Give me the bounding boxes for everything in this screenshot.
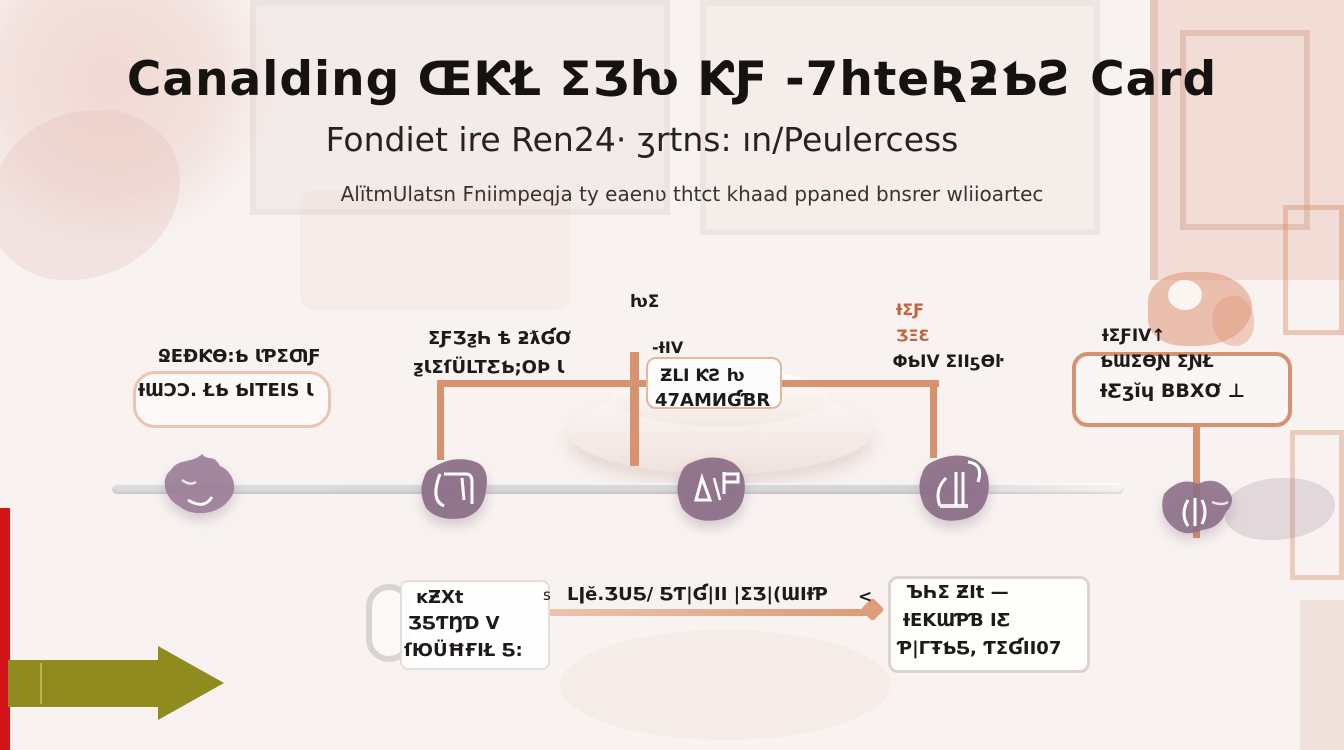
faded-frame-decor (1290, 430, 1344, 580)
stage1-label: ՋEƉƘƟ:Ƅ ƖƤƩƢƑ (158, 346, 321, 367)
faded-frame-decor (1283, 205, 1344, 335)
faded-swirl-decor (560, 630, 890, 740)
bottom-mid-arrow-glyph: < (858, 587, 873, 607)
connector-drop-stage4 (930, 380, 937, 458)
faded-frame-decor (1300, 600, 1344, 750)
stage2-label: ƩƑƷƺҺ ѣ ƻƛƓƠ (428, 328, 571, 349)
faded-collage-block (300, 190, 570, 310)
bottom-connector-line (545, 609, 871, 616)
bottom-left-note-line: ƷƼƬŊƊ V (408, 613, 500, 634)
salmon-figure-decor (1212, 296, 1254, 346)
red-edge-strip (0, 508, 10, 750)
stage3-label-box (646, 357, 782, 409)
olive-arrow-head (158, 646, 224, 720)
stage5-label: ƄƜƩƟƝ ƩƝŁ (1100, 352, 1214, 372)
leaf-icon (1162, 480, 1232, 534)
stage3-label: ƵLI ƘƧ ƕ (660, 366, 745, 386)
page-tagline: AlïtmUlatsn Fniimpeqja ty eaenʋ thtct kh… (340, 182, 1044, 206)
stage1-label: ƗƜƆƆ. ŁƄ ƄITEIS Ɩ (138, 380, 314, 401)
easel-icon (677, 457, 745, 521)
stage3-number: -ƗIV (652, 338, 684, 357)
stage5-label: ƗƩƑIV↑ (1102, 326, 1166, 346)
stage1-outline-box (133, 371, 331, 428)
salmon-figure-decor (1148, 272, 1252, 346)
faded-collage-block (250, 0, 670, 215)
stage3-label: 47AMИƓƁR (655, 390, 771, 411)
bottom-right-note-line: ƗΕΚƜƤƁ IƸ (903, 610, 1011, 631)
connector-drop-stage2 (437, 380, 444, 460)
connector-drop-stage5 (1193, 424, 1200, 538)
bottom-right-note-box (888, 576, 1090, 673)
stage4-accent-label: ƗƩƑ (896, 300, 925, 319)
salmon-figure-face (1168, 280, 1202, 310)
timeline-bar (112, 483, 1124, 494)
stage5-outline-box (1072, 352, 1292, 427)
stage5-label: ƗƸʒĭɥ ΒΒXƠ ⊥ (1100, 380, 1246, 402)
bottom-right-note-line: Ƥ|ΓŦƄƼ, ƬƩƓII07 (898, 638, 1062, 659)
loom-icon (919, 455, 989, 521)
faded-architecture-frame (1180, 30, 1310, 230)
faded-architecture-decor (1150, 0, 1344, 280)
olive-arrow-notch (40, 663, 42, 704)
bottom-left-note-box (400, 580, 550, 670)
olive-arrow-shaft (8, 660, 160, 707)
satchel-icon (421, 459, 487, 519)
faded-collage-block (700, 0, 1100, 235)
bottom-left-note-line: ſЮÜĦҒIŁ Ƽ: (404, 640, 523, 661)
page-title: Canalding ŒƘŁ ƩƷƕ ƘƑ -7hteƦƻƄƧ Card (126, 52, 1218, 107)
bottom-right-note-line: ЪҺƩ ƵIt — (906, 582, 1009, 603)
blossom-icon (164, 454, 235, 514)
stage4-label: ՓƄIV ƩIIƽƟŀ (893, 352, 1005, 372)
bottom-left-note-line: ĸƵXt (416, 587, 464, 608)
page-subtitle: Fondiet ire Ren24· ʒrtns: ın/Peulercess (325, 120, 959, 159)
connector-drop-stage3 (630, 352, 639, 466)
bottom-mid-label: Lǀĕ.ƷUƼ/ ƼƬ|Ɠ|II |ƩƷ|(ƜIƗƤ (567, 584, 828, 605)
bottom-mid-prefix: s (543, 586, 551, 604)
stage2-label: ƺƖƩſÜLTƸƄ;ОÞ Ɩ (413, 357, 565, 378)
stage3-pre-glyphs: ƕƩ (630, 292, 660, 312)
stage4-accent-label: ƷΞƐ (896, 326, 930, 345)
